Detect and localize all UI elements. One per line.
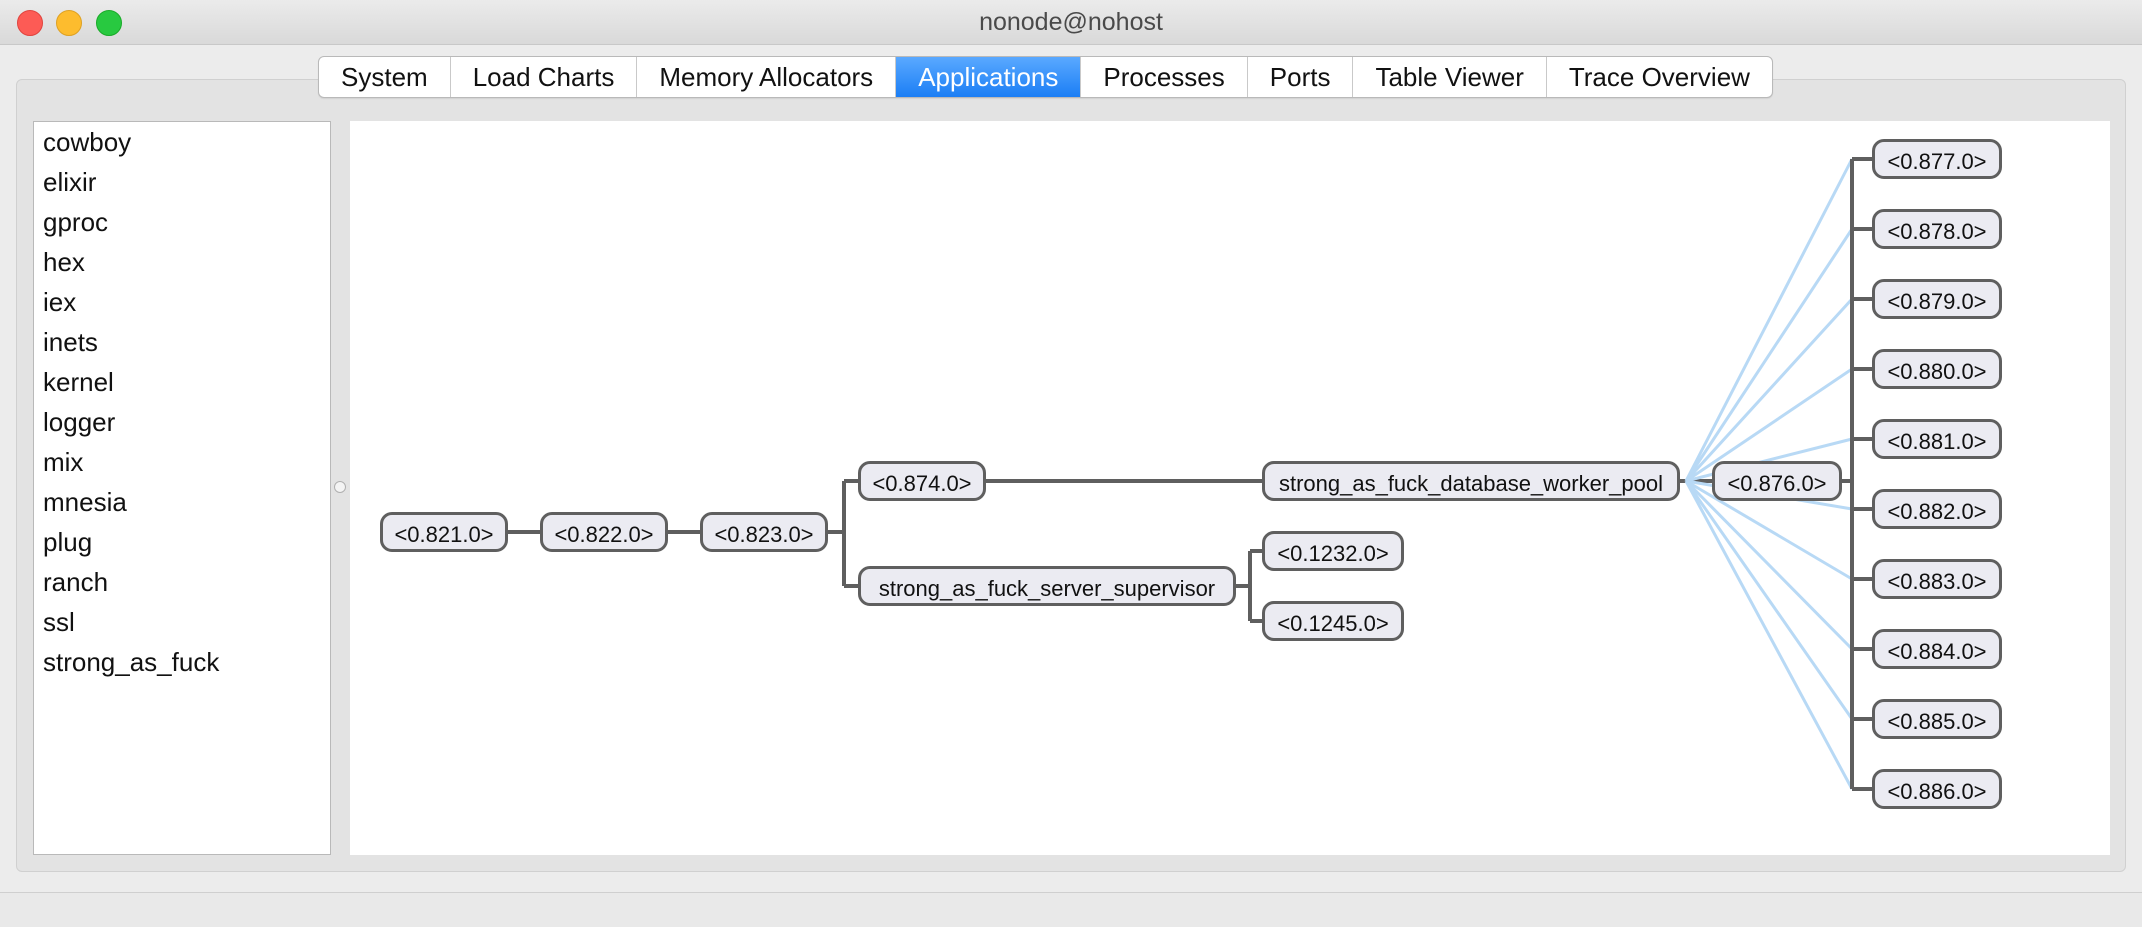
app-item-elixir[interactable]: elixir: [43, 167, 97, 197]
process-node-1232[interactable]: <0.1232.0>: [1262, 531, 1404, 571]
tab-trace-overview[interactable]: Trace Overview: [1568, 62, 1750, 92]
worker-link-8: [1684, 480, 1854, 720]
app-item-logger[interactable]: logger: [43, 407, 116, 437]
zoom-window-button[interactable]: [96, 10, 122, 36]
process-tree-canvas: <0.821.0> <0.822.0> <0.823.0> <0.874.0> …: [350, 121, 2110, 855]
worker-node-885[interactable]: <0.885.0>: [1872, 699, 2002, 739]
close-window-button[interactable]: [17, 10, 43, 36]
window-title: nonode@nohost: [979, 8, 1163, 36]
splitter-handle[interactable]: [334, 481, 346, 493]
application-list[interactable]: cowboy elixir gproc hex iex inets kernel…: [33, 121, 331, 855]
app-item-kernel[interactable]: kernel: [43, 367, 114, 397]
worker-link-2: [1684, 297, 1854, 483]
process-node-876[interactable]: <0.876.0>: [1712, 461, 1842, 501]
app-item-hex[interactable]: hex: [43, 247, 85, 277]
app-item-cowboy[interactable]: cowboy: [43, 127, 132, 157]
worker-node-882[interactable]: <0.882.0>: [1872, 489, 2002, 529]
worker-node-884[interactable]: <0.884.0>: [1872, 629, 2002, 669]
worker-node-886[interactable]: <0.886.0>: [1872, 769, 2002, 809]
app-item-gproc[interactable]: gproc: [43, 207, 109, 237]
app-item-mnesia[interactable]: mnesia: [43, 487, 127, 517]
tree-links: [508, 157, 1872, 791]
status-bar: [0, 892, 2142, 927]
title-bar: nonode@nohost: [0, 0, 2142, 45]
tab-memory-allocators[interactable]: Memory Allocators: [637, 57, 897, 97]
app-item-inets[interactable]: inets: [43, 327, 98, 357]
app-item-strong-as-fuck[interactable]: strong_as_fuck: [43, 647, 220, 677]
worker-link-9: [1684, 480, 1854, 790]
worker-node-878[interactable]: <0.878.0>: [1872, 209, 2002, 249]
worker-node-880[interactable]: <0.880.0>: [1872, 349, 2002, 389]
server-supervisor-node[interactable]: strong_as_fuck_server_supervisor: [858, 566, 1236, 606]
tab-load-charts[interactable]: Load Charts: [451, 57, 638, 97]
tab-processes[interactable]: Processes: [1081, 57, 1248, 97]
tab-system[interactable]: System: [319, 57, 451, 97]
app-item-iex[interactable]: iex: [43, 287, 77, 317]
tab-table-viewer[interactable]: Table Viewer: [1353, 57, 1547, 97]
worker-link-6: [1685, 479, 1853, 581]
app-item-plug[interactable]: plug: [43, 527, 93, 557]
tab-applications[interactable]: Applications: [896, 57, 1082, 97]
worker-pool-node[interactable]: strong_as_fuck_database_worker_pool: [1262, 461, 1680, 501]
app-item-mix[interactable]: mix: [43, 447, 84, 477]
process-node-823[interactable]: <0.823.0>: [700, 512, 828, 552]
worker-links: [1684, 157, 1872, 791]
worker-link-3: [1685, 367, 1853, 483]
minimize-window-button[interactable]: [56, 10, 82, 36]
worker-node-877[interactable]: <0.877.0>: [1872, 139, 2002, 179]
worker-node-879[interactable]: <0.879.0>: [1872, 279, 2002, 319]
app-item-ssl[interactable]: ssl: [43, 607, 75, 637]
process-node-822[interactable]: <0.822.0>: [540, 512, 668, 552]
process-node-1245[interactable]: <0.1245.0>: [1262, 601, 1404, 641]
app-item-ranch[interactable]: ranch: [43, 567, 109, 597]
worker-link-1: [1684, 228, 1854, 482]
process-node-821[interactable]: <0.821.0>: [380, 512, 508, 552]
worker-node-883[interactable]: <0.883.0>: [1872, 559, 2002, 599]
worker-link-0: [1684, 158, 1854, 482]
worker-link-7: [1684, 479, 1854, 651]
process-node-874[interactable]: <0.874.0>: [858, 461, 986, 501]
worker-node-881[interactable]: <0.881.0>: [1872, 419, 2002, 459]
tab-bar: System Load Charts Memory Allocators App…: [318, 56, 1773, 98]
tab-ports[interactable]: Ports: [1248, 57, 1354, 97]
